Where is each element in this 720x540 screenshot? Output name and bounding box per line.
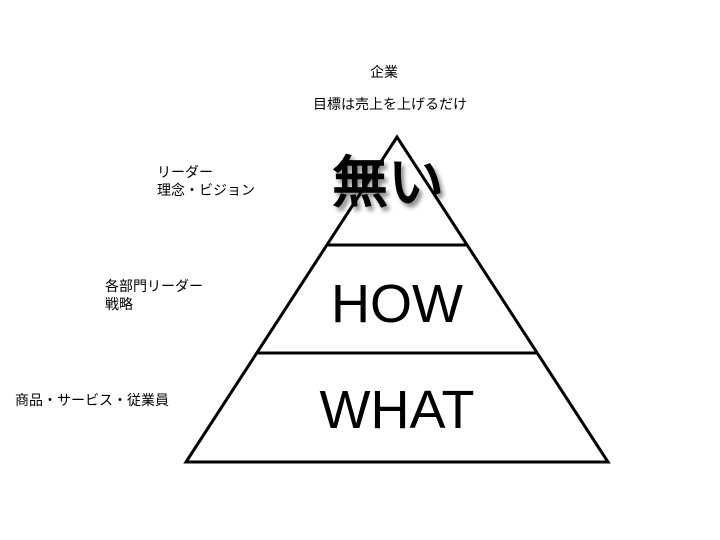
leader-subtitle: 理念・ビジョン: [157, 183, 255, 199]
products-title: 商品・サービス・従業員: [15, 393, 169, 409]
pyramid-bottom-text: WHAT: [319, 380, 475, 440]
department-leader-title: 各部門リーダー: [105, 279, 203, 295]
company-goal-text: 目標は売上を上げるだけ: [313, 97, 467, 113]
leader-label: リーダー 理念・ビジョン: [157, 164, 255, 200]
department-leader-subtitle: 戦略: [105, 297, 133, 313]
pyramid-top-text: 無い: [332, 151, 444, 216]
products-label: 商品・サービス・従業員: [15, 392, 169, 410]
company-label: 企業: [370, 65, 398, 81]
pyramid-middle-text: HOW: [331, 274, 463, 334]
department-leader-label: 各部門リーダー 戦略: [105, 278, 203, 314]
leader-title: リーダー: [157, 165, 213, 181]
pyramid-outline: [183, 134, 611, 464]
